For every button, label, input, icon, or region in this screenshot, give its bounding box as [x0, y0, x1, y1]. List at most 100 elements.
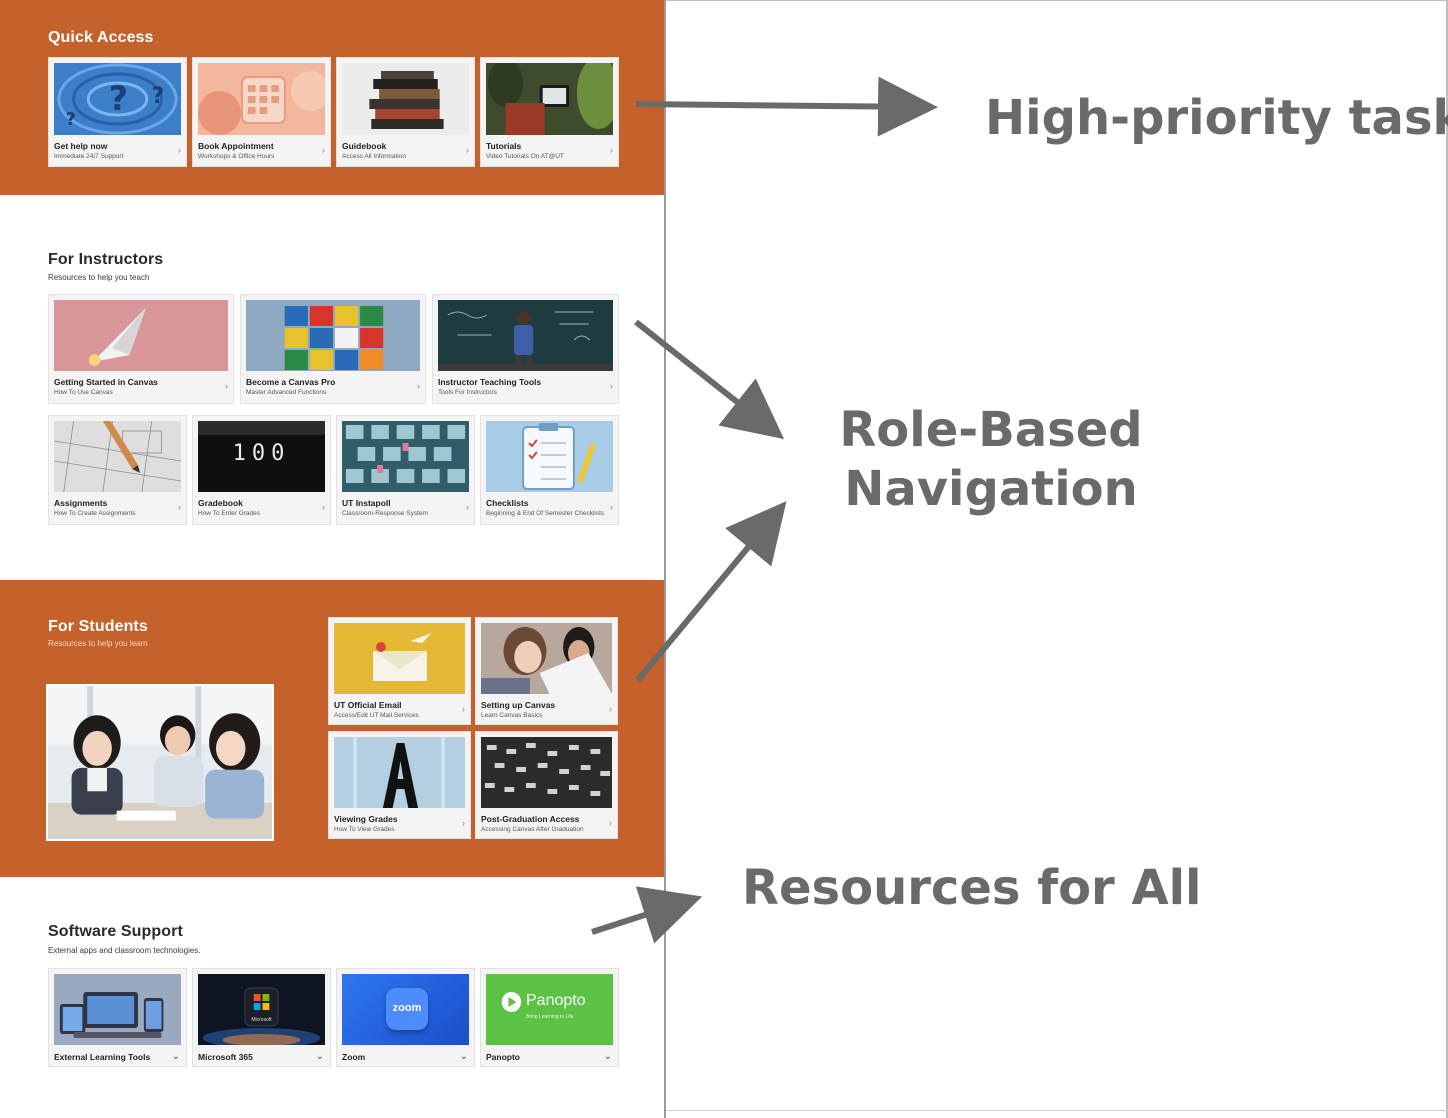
card-title: Assignments: [54, 498, 108, 508]
annotation-high-priority: High-priority tasks: [985, 90, 1448, 146]
zoom-logo-image: zoom: [342, 974, 469, 1045]
instructors-subtitle: Resources to help you teach: [48, 273, 150, 282]
tablet-image: [486, 63, 613, 135]
paper-plane-image: [54, 300, 228, 371]
clipboard-image: [486, 421, 613, 492]
students-studying-photo: [46, 684, 274, 841]
laughing-students-image: [481, 623, 612, 694]
students-subtitle: Resources to help you learn: [48, 639, 148, 648]
frame-top: [666, 0, 1448, 1]
card-subtitle: Tools For Instructors: [438, 389, 497, 396]
annotation-role-based-line2: Navigation: [844, 461, 1138, 517]
card-book-appointment[interactable]: Book Appointment Workshops & Office Hour…: [192, 57, 331, 167]
chevron-right-icon: ›: [462, 704, 465, 714]
software-subtitle: External apps and classroom technologies…: [48, 946, 201, 955]
card-subtitle: Access/Edit UT Mail Services: [334, 712, 419, 719]
card-ut-instapoll[interactable]: UT Instapoll Classroom-Response System ›: [336, 415, 475, 525]
rubiks-cube-image: [246, 300, 420, 371]
card-subtitle: How To View Grades: [334, 826, 395, 833]
card-post-graduation-access[interactable]: Post-Graduation Access Accessing Canvas …: [475, 731, 618, 839]
chevron-right-icon: ›: [610, 502, 613, 512]
help-question-image: ? ? ?: [54, 63, 181, 135]
score-display-image: 100: [198, 421, 325, 492]
frame-bottom: [666, 1110, 1448, 1111]
card-title: Zoom: [342, 1052, 366, 1062]
card-title: Guidebook: [342, 141, 387, 151]
card-canvas-pro[interactable]: Become a Canvas Pro Master Advanced Func…: [240, 294, 426, 404]
chevron-down-icon: ⌄: [171, 1051, 180, 1062]
svg-text:?: ?: [152, 84, 164, 109]
card-tutorials[interactable]: Tutorials Video Tutorials On AT@UT ›: [480, 57, 619, 167]
card-gradebook[interactable]: 100 Gradebook How To Enter Grades ›: [192, 415, 331, 525]
card-title: Become a Canvas Pro: [246, 377, 336, 387]
chevron-down-icon: ⌄: [315, 1051, 324, 1062]
chevron-right-icon: ›: [466, 502, 469, 512]
card-title: Checklists: [486, 498, 529, 508]
chevron-down-icon: ⌄: [603, 1051, 612, 1062]
chevron-right-icon: ›: [178, 502, 181, 512]
card-title: UT Instapoll: [342, 498, 391, 508]
panopto-logo-text: Panopto: [526, 992, 586, 1009]
card-title: External Learning Tools: [54, 1052, 151, 1062]
software-section: Software Support External apps and class…: [0, 877, 664, 1118]
card-title: Microsoft 365: [198, 1052, 253, 1062]
card-setting-up-canvas[interactable]: Setting up Canvas Learn Canvas Basics ›: [475, 617, 618, 725]
chevron-right-icon: ›: [466, 145, 469, 155]
quick-access-section: Quick Access ? ? ? Get help now Immediat…: [0, 0, 664, 195]
chevron-right-icon: ›: [322, 145, 325, 155]
card-subtitle: Accessing Canvas After Graduation: [481, 826, 584, 833]
website-page: Quick Access ? ? ? Get help now Immediat…: [0, 0, 666, 1118]
chevron-right-icon: ›: [610, 145, 613, 155]
card-title: Get help now: [54, 141, 108, 151]
svg-text:?: ?: [109, 79, 128, 118]
students-title: For Students: [48, 618, 148, 635]
blueprint-pencil-image: [54, 421, 181, 492]
chevron-right-icon: ›: [322, 502, 325, 512]
card-subtitle: Learn Canvas Basics: [481, 712, 543, 719]
card-panopto[interactable]: Panopto Bring Learning to Life Panopto ⌄: [480, 968, 619, 1067]
card-ut-official-email[interactable]: UT Official Email Access/Edit UT Mail Se…: [328, 617, 471, 725]
card-get-help[interactable]: ? ? ? Get help now Immediate 24/7 Suppor…: [48, 57, 187, 167]
chevron-right-icon: ›: [609, 818, 612, 828]
card-title: Panopto: [486, 1052, 520, 1062]
card-title: Viewing Grades: [334, 814, 398, 824]
card-guidebook[interactable]: Guidebook Access All Information ›: [336, 57, 475, 167]
students-section: For Students Resources to help you learn: [0, 580, 664, 877]
chalkboard-image: [438, 300, 613, 371]
card-assignments[interactable]: Assignments How To Create Assignments ›: [48, 415, 187, 525]
chevron-down-icon: ⌄: [459, 1051, 468, 1062]
ballot-boxes-image: [342, 421, 469, 492]
card-viewing-grades[interactable]: Viewing Grades How To View Grades ›: [328, 731, 471, 839]
frame-right: [1446, 0, 1448, 1118]
card-subtitle: Video Tutorials On AT@UT: [486, 153, 564, 160]
gradebook-display-number: 100: [232, 441, 291, 466]
card-subtitle: Classroom-Response System: [342, 510, 428, 517]
card-subtitle: Access All Information: [342, 153, 406, 160]
card-external-learning-tools[interactable]: External Learning Tools ⌄: [48, 968, 187, 1067]
software-title: Software Support: [48, 923, 183, 940]
chevron-right-icon: ›: [225, 381, 228, 391]
card-title: Tutorials: [486, 141, 522, 151]
chevron-right-icon: ›: [417, 381, 420, 391]
devices-image: [54, 974, 181, 1045]
arrow-high-priority: [635, 76, 938, 137]
card-subtitle: Immediate 24/7 Support: [54, 153, 124, 160]
instructors-title: For Instructors: [48, 251, 164, 268]
chevron-right-icon: ›: [609, 704, 612, 714]
annotation-role-based-line1: Role-Based: [839, 402, 1143, 458]
instructors-section: For Instructors Resources to help you te…: [0, 195, 664, 580]
annotation-resources: Resources for All: [742, 860, 1202, 916]
microsoft-logo-text: Microsoft: [251, 1017, 272, 1023]
card-microsoft-365[interactable]: Microsoft Microsoft 365 ⌄: [192, 968, 331, 1067]
card-subtitle: How To Enter Grades: [198, 510, 261, 517]
card-checklists[interactable]: Checklists Beginning & End Of Semester C…: [480, 415, 619, 525]
card-title: Setting up Canvas: [481, 700, 556, 710]
quick-access-title: Quick Access: [48, 29, 154, 46]
card-instructor-teaching-tools[interactable]: Instructor Teaching Tools Tools For Inst…: [432, 294, 619, 404]
card-getting-started-canvas[interactable]: Getting Started in Canvas How To Use Can…: [48, 294, 234, 404]
zoom-logo-text: zoom: [392, 1002, 422, 1014]
card-zoom[interactable]: zoom Zoom ⌄: [336, 968, 475, 1067]
chevron-right-icon: ›: [462, 818, 465, 828]
card-title: Gradebook: [198, 498, 243, 508]
panopto-logo-image: Panopto Bring Learning to Life: [486, 974, 613, 1045]
